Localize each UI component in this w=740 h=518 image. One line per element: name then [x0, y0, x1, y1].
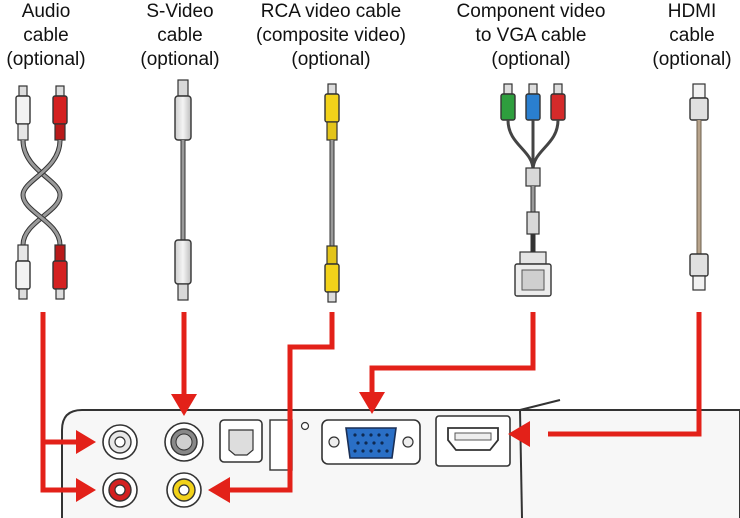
component-label-line-2: to VGA cable [475, 25, 587, 46]
component-plug-icon [500, 83, 566, 297]
audio-red-arrow-line [40, 442, 82, 493]
rca-cable-label: RCA video cable (composite video) (optio… [240, 0, 422, 72]
component-red-plug [550, 83, 566, 121]
hdmi-arrow-line [548, 312, 702, 437]
audio-label-line-1: Audio [21, 1, 71, 22]
audio-red-arrowhead [76, 478, 96, 502]
audio-top-white-plug [15, 85, 31, 141]
connection-arrows [40, 312, 702, 493]
indicator-hole [300, 421, 310, 431]
vga-arrowhead [359, 392, 385, 414]
audio-bottom-red-plug [52, 244, 68, 300]
usb-port [219, 419, 263, 463]
svideo-arrowhead [171, 394, 197, 416]
audio-label-line-2: cable [23, 25, 69, 46]
audio-cable-label: Audio cable (optional) [0, 0, 92, 72]
audio-white-jack [102, 424, 138, 460]
vga-plug-icon [514, 251, 552, 297]
rca-plug-icon [324, 83, 340, 303]
audio-top-red-plug [52, 85, 68, 141]
svideo-label-line-3: (optional) [140, 49, 220, 70]
hdmi-arrowhead [508, 421, 530, 447]
hdmi-cable-label: HDMI cable (optional) [644, 0, 740, 72]
audio-white-arrowhead [76, 430, 96, 454]
component-green-plug [500, 83, 516, 121]
component-cable-label: Component video to VGA cable (optional) [440, 0, 622, 72]
rca-label-line-2: (composite video) [256, 25, 406, 46]
rca-label-line-1: RCA video cable [260, 1, 402, 22]
projector-panel-icon [61, 399, 740, 518]
rca-label-line-3: (optional) [291, 49, 371, 70]
svideo-plug-icon [174, 79, 192, 301]
hdmi-label-line-1: HDMI [667, 1, 717, 22]
composite-arrowhead [208, 477, 230, 503]
hdmi-label-line-2: cable [669, 25, 715, 46]
vga-port [321, 419, 421, 465]
component-label-line-3: (optional) [491, 49, 571, 70]
svideo-cable-label: S-Video cable (optional) [130, 0, 230, 72]
component-blue-plug [525, 83, 541, 121]
component-label-line-1: Component video [456, 1, 606, 22]
audio-plug-icon [15, 85, 68, 300]
svideo-label-line-2: cable [157, 25, 203, 46]
composite-arrow-line [225, 312, 335, 493]
hdmi-port [435, 415, 511, 467]
svideo-label-line-1: S-Video [146, 1, 214, 22]
arrow-heads [76, 392, 530, 503]
audio-red-jack [102, 472, 138, 508]
composite-video-jack [166, 472, 202, 508]
svideo-jack [164, 422, 204, 462]
hdmi-plug-icon [689, 83, 709, 291]
vga-arrow-line [369, 312, 536, 396]
audio-bottom-white-plug [15, 244, 31, 300]
hdmi-label-line-3: (optional) [652, 49, 732, 70]
audio-label-line-3: (optional) [6, 49, 86, 70]
